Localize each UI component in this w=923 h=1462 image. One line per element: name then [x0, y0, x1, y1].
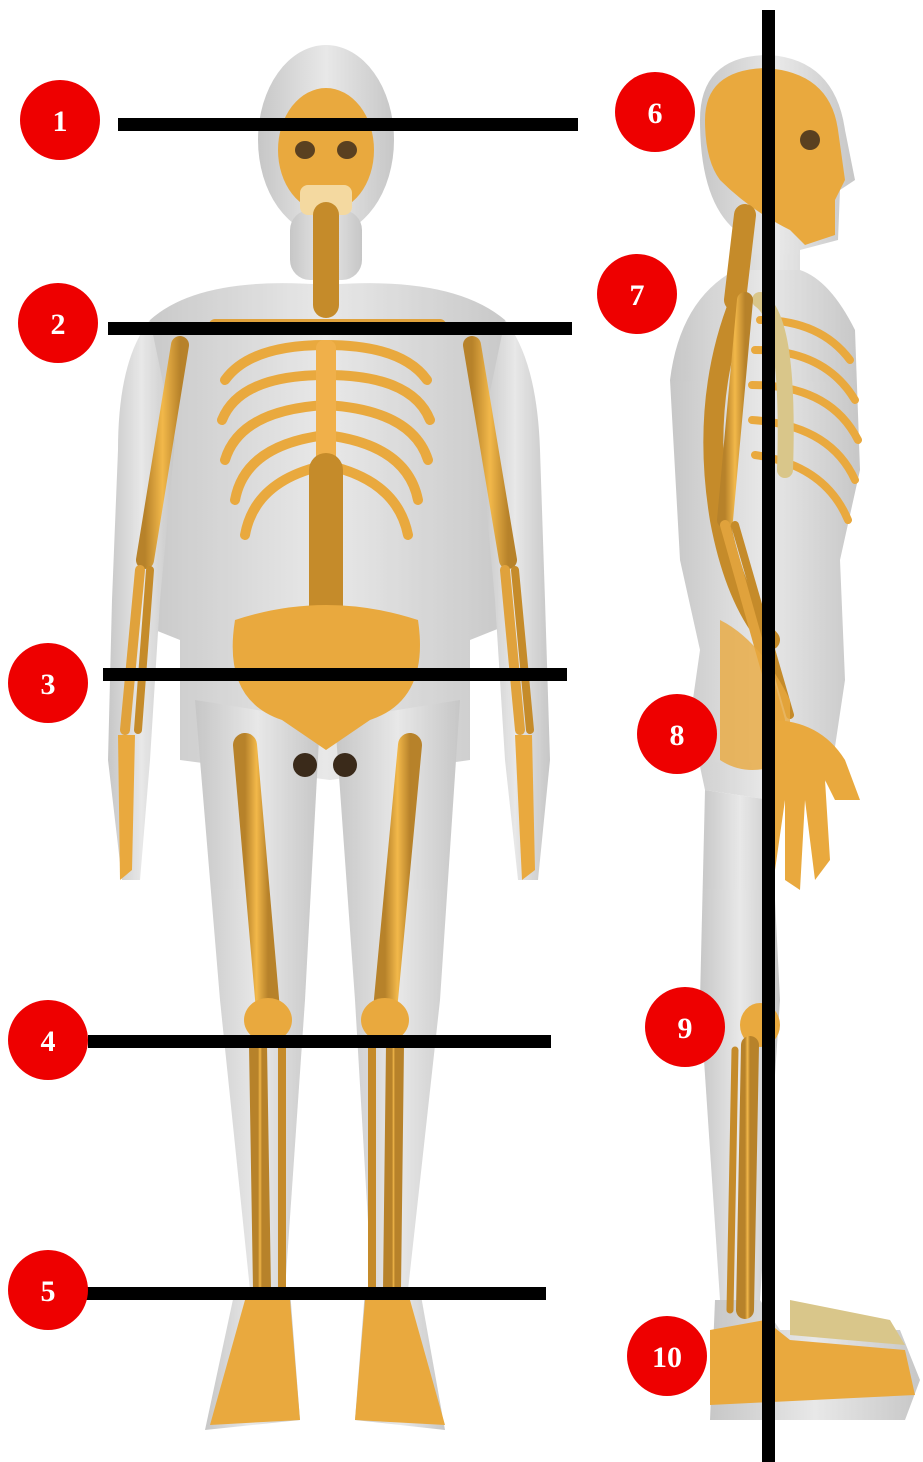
front-view-skeleton — [108, 45, 550, 1430]
marker-3-label: 3 — [41, 668, 56, 701]
marker-7: 7 — [597, 254, 677, 334]
side-vertical-line — [762, 10, 775, 1462]
marker-2: 2 — [18, 283, 98, 363]
marker-10-label: 10 — [652, 1341, 682, 1374]
marker-10: 10 — [627, 1316, 707, 1396]
front-line-1 — [118, 118, 578, 131]
marker-1: 1 — [20, 80, 100, 160]
marker-7-label: 7 — [630, 279, 645, 312]
marker-1-label: 1 — [53, 105, 68, 138]
marker-4-label: 4 — [41, 1025, 56, 1058]
marker-9: 9 — [645, 987, 725, 1067]
front-line-2 — [108, 322, 572, 335]
front-line-3 — [103, 668, 567, 681]
side-markers: 6 7 8 9 10 — [597, 72, 725, 1396]
front-markers: 1 2 3 4 5 — [8, 80, 100, 1330]
marker-4: 4 — [8, 1000, 88, 1080]
marker-8: 8 — [637, 694, 717, 774]
front-line-4 — [88, 1035, 551, 1048]
marker-3: 3 — [8, 643, 88, 723]
marker-5: 5 — [8, 1250, 88, 1330]
marker-8-label: 8 — [670, 719, 685, 752]
marker-5-label: 5 — [41, 1275, 56, 1308]
marker-9-label: 9 — [678, 1012, 693, 1045]
front-line-5 — [86, 1287, 546, 1300]
marker-6-label: 6 — [648, 97, 663, 130]
marker-6: 6 — [615, 72, 695, 152]
marker-2-label: 2 — [51, 308, 66, 341]
